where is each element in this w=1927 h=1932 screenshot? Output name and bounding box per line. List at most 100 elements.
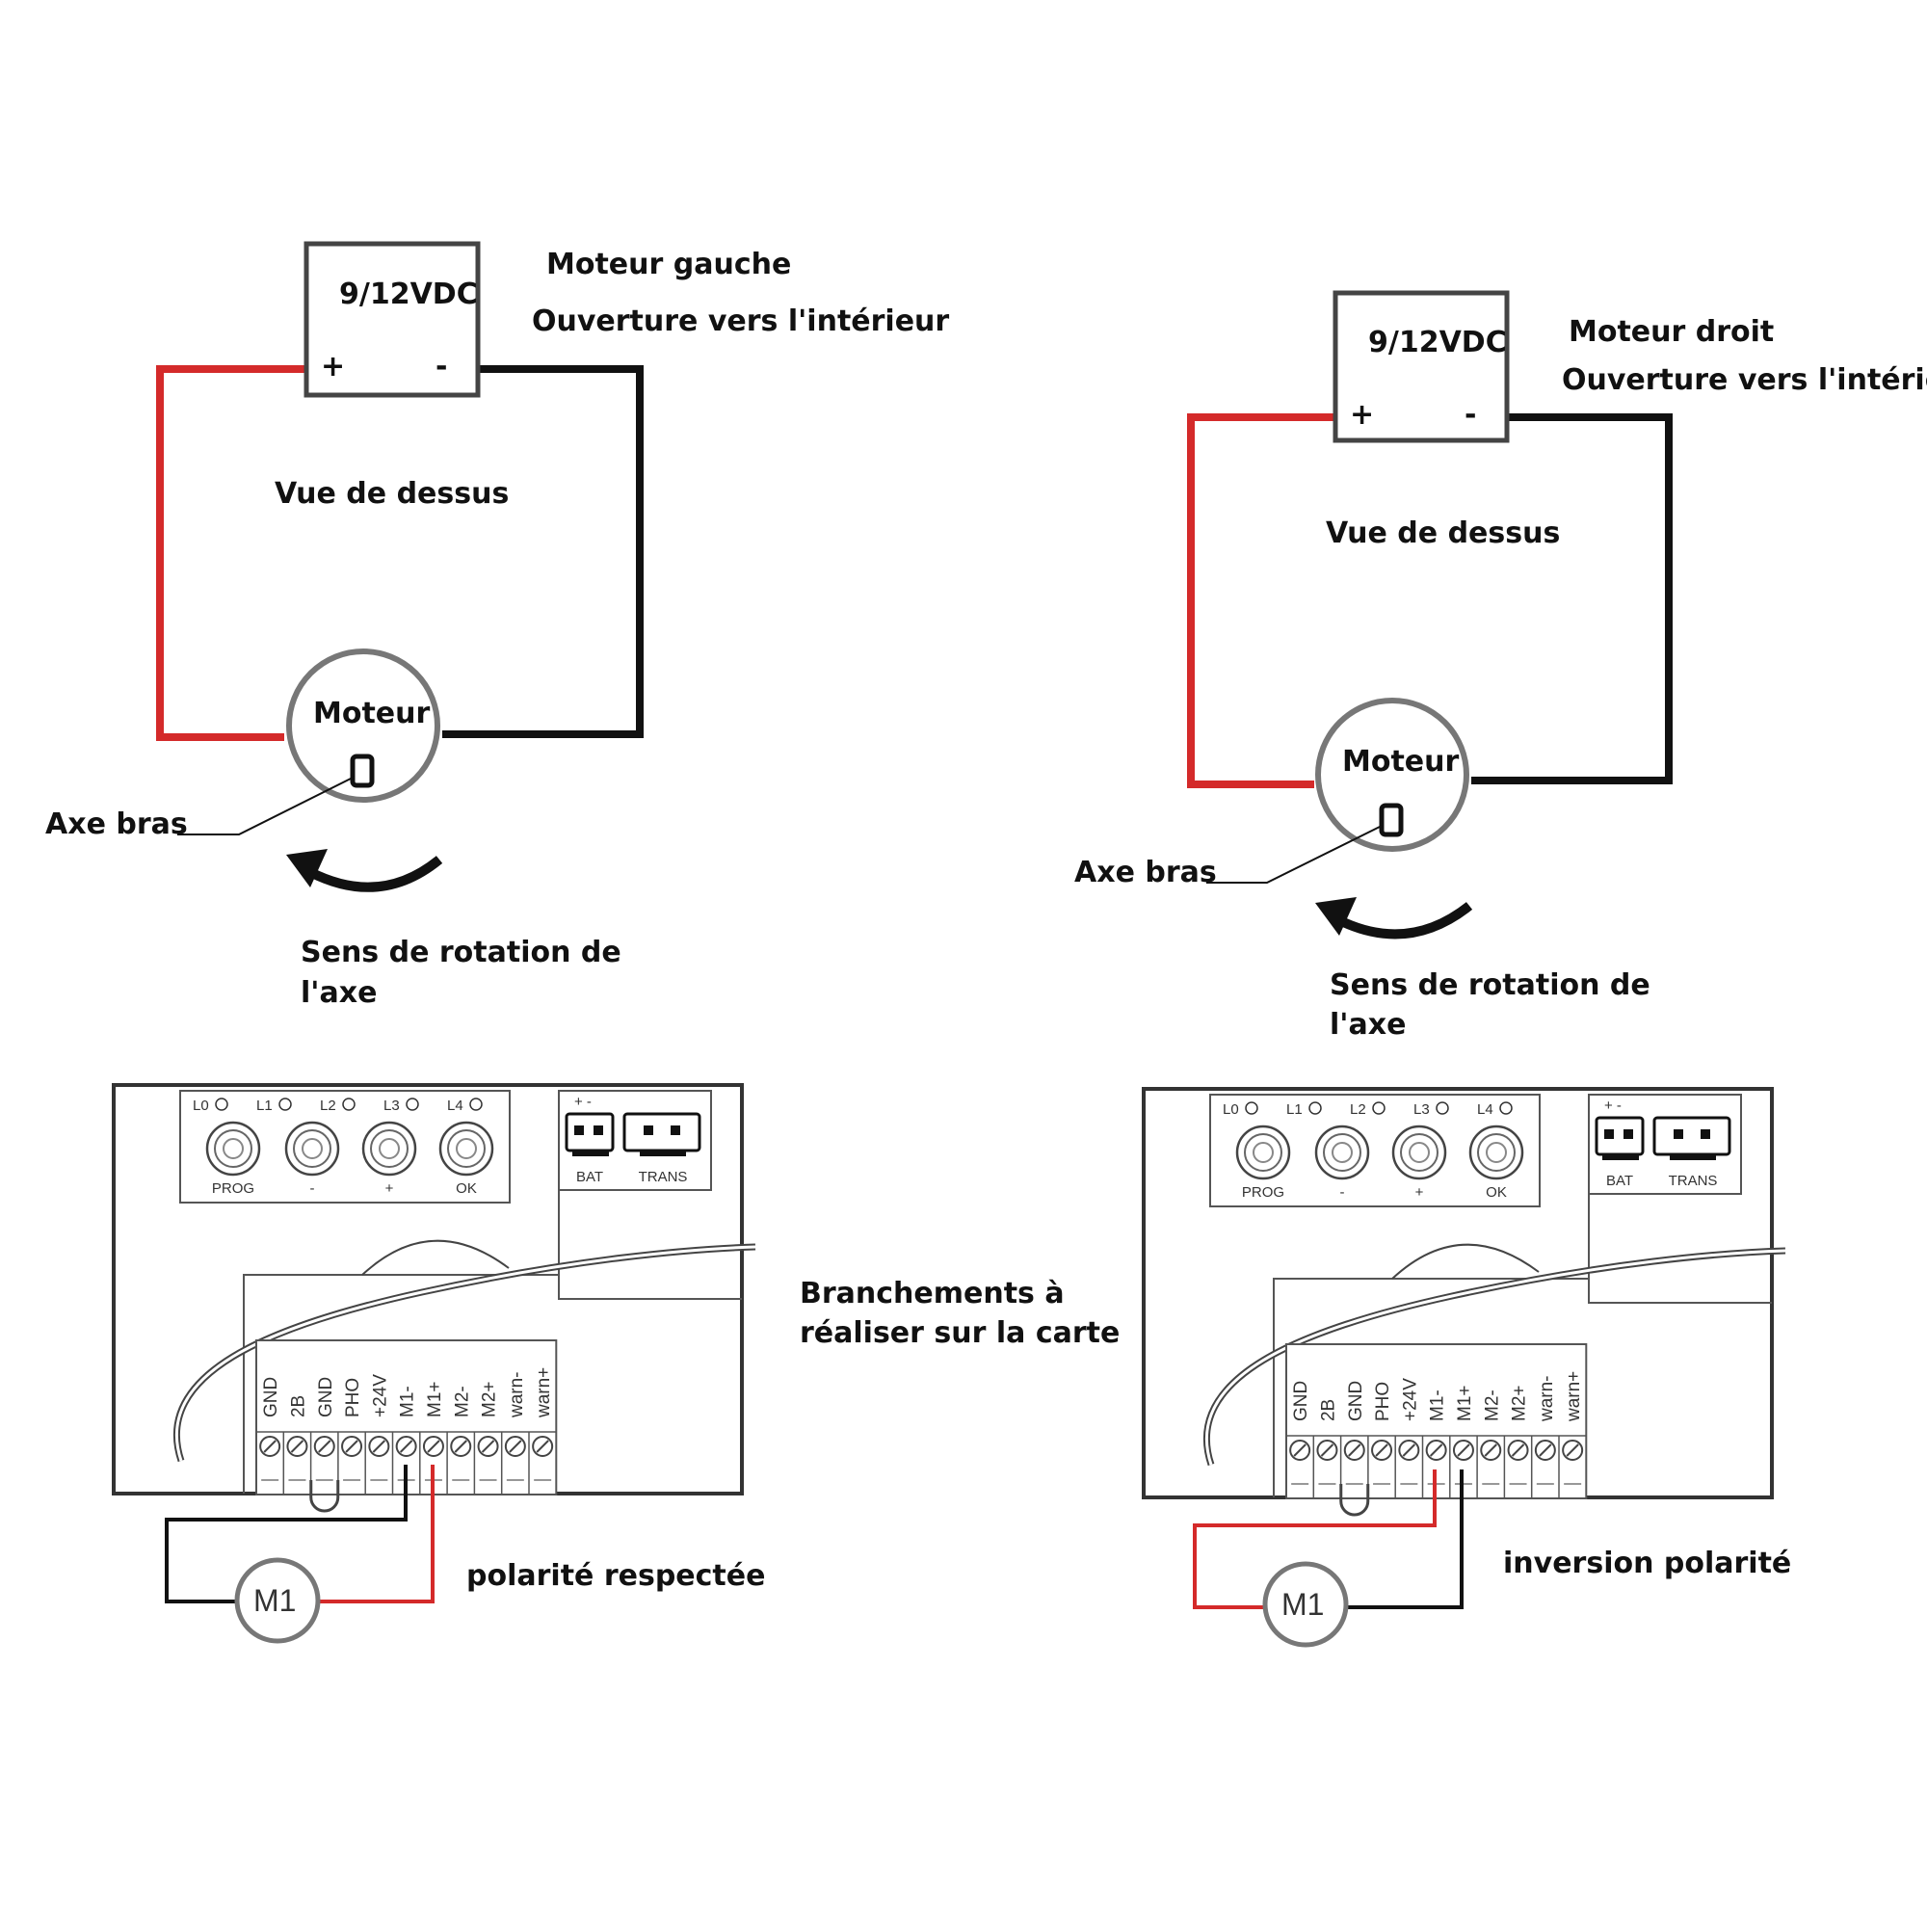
- right-trans-base: [1670, 1154, 1716, 1160]
- right-supply-plus: +: [1350, 398, 1374, 432]
- left-terminal-screw-slot: [536, 1440, 549, 1453]
- right-led-label: L3: [1413, 1101, 1430, 1118]
- left-board-divider: [558, 1190, 742, 1300]
- right-led-icon: [1436, 1101, 1449, 1115]
- left-jumper-loop: [309, 1480, 340, 1513]
- left-terminal-label: M2+: [480, 1382, 500, 1418]
- left-axis-marker: [350, 754, 375, 788]
- right-positive-wire: [1187, 413, 1335, 788]
- left-button-label: OK: [456, 1180, 477, 1197]
- right-m1-label: M1: [1281, 1587, 1324, 1622]
- left-terminal-screw-slot: [399, 1440, 413, 1453]
- right-terminal-label: M1+: [1455, 1386, 1475, 1422]
- right-terminal-screw-slot: [1293, 1443, 1307, 1457]
- right-terminal-screw-slot: [1320, 1443, 1334, 1457]
- left-motor-diagram: 9/12VDC + - Moteur Axe bras Moteur gauch…: [45, 241, 949, 1010]
- right-led-icon: [1499, 1101, 1513, 1115]
- left-rotation-text-2: l'axe: [301, 976, 377, 1010]
- left-bat-label: BAT: [576, 1169, 603, 1185]
- left-terminal-screw-slot: [454, 1440, 467, 1453]
- left-supply-minus: -: [436, 350, 447, 384]
- right-supply-box: [1333, 290, 1510, 443]
- right-terminal-screw-slot: [1429, 1443, 1443, 1457]
- right-terminal-screw-slot: [1539, 1443, 1552, 1457]
- right-wiring-note: inversion polarité: [1503, 1547, 1791, 1580]
- right-rotation-arrow: [1336, 902, 1473, 940]
- right-board-red-wire: [1193, 1469, 1437, 1609]
- right-dome-outline: [1391, 1243, 1540, 1280]
- right-motor-diagram: 9/12VDC + - Moteur Axe bras Moteur droit…: [1074, 290, 1927, 1042]
- left-button-knob-center: [456, 1138, 477, 1159]
- left-board-wiring: M1 polarité respectée: [165, 1465, 765, 1644]
- right-motor-label: Moteur: [1342, 745, 1460, 779]
- right-axis-label: Axe bras: [1074, 856, 1217, 889]
- right-terminal-label: M1-: [1428, 1389, 1448, 1421]
- left-trans-label: TRANS: [639, 1169, 688, 1185]
- right-negative-wire: [1471, 413, 1673, 784]
- left-negative-wire: [442, 365, 644, 738]
- left-terminal-label: M2-: [452, 1386, 472, 1417]
- right-button-label: -: [1340, 1184, 1345, 1201]
- left-motor-label: Moteur: [313, 697, 431, 730]
- right-connector-pins: + -: [1604, 1098, 1622, 1114]
- left-button-knob-center: [302, 1138, 323, 1159]
- right-led-label: L4: [1477, 1101, 1493, 1118]
- left-terminal-label: M1+: [425, 1382, 445, 1418]
- board-note-line-1: Branchements à: [800, 1277, 1065, 1310]
- left-terminal-screw-slot: [345, 1440, 358, 1453]
- left-rotation-arrow: [307, 856, 443, 892]
- right-led-label: L2: [1350, 1101, 1366, 1118]
- right-module-outline: [1273, 1278, 1589, 1497]
- right-led-icon: [1372, 1101, 1386, 1115]
- right-button-knob-center: [1486, 1142, 1507, 1163]
- left-supply-box: [304, 241, 481, 398]
- right-trans-pin: [1674, 1129, 1683, 1139]
- right-led-label: L1: [1286, 1101, 1303, 1118]
- right-button-label: PROG: [1242, 1184, 1284, 1201]
- left-supply-plus: +: [321, 350, 345, 384]
- right-terminal-label: +24V: [1400, 1378, 1420, 1421]
- left-terminal-screw-slot: [318, 1440, 331, 1453]
- left-board-black-wire: [165, 1465, 408, 1603]
- right-bat-label: BAT: [1606, 1173, 1633, 1189]
- left-opening-direction: Ouverture vers l'intérieur: [532, 304, 949, 338]
- left-terminal-screw-slot: [427, 1440, 440, 1453]
- right-led-icon: [1308, 1101, 1322, 1115]
- left-led-label: L1: [256, 1098, 273, 1114]
- left-antenna-core: [174, 1245, 756, 1462]
- right-terminal-label: M2+: [1510, 1386, 1530, 1422]
- right-opening-direction: Ouverture vers l'intérieur: [1562, 363, 1927, 397]
- left-led-icon: [215, 1098, 228, 1111]
- right-trans-connector: [1652, 1116, 1731, 1156]
- left-rotation-text-1: Sens de rotation de: [301, 936, 621, 969]
- right-bat-pin: [1623, 1129, 1633, 1139]
- right-trans-label: TRANS: [1669, 1173, 1718, 1189]
- right-jumper-loop: [1339, 1484, 1370, 1517]
- right-motor-title: Moteur droit: [1569, 315, 1774, 349]
- left-led-label: L3: [383, 1098, 400, 1114]
- right-supply-minus: -: [1465, 398, 1476, 432]
- right-rotation-arrowhead: [1315, 897, 1357, 936]
- right-axis-marker: [1379, 803, 1404, 837]
- left-connector-pins: + -: [574, 1094, 592, 1110]
- left-terminal-label: 2B: [288, 1395, 308, 1417]
- left-terminal-screw-slot: [290, 1440, 304, 1453]
- right-antenna-core: [1204, 1249, 1786, 1466]
- left-supply-label: 9/12VDC: [339, 278, 478, 311]
- left-rotation-arrowhead: [286, 849, 328, 887]
- right-board-divider: [1588, 1194, 1772, 1304]
- left-terminal-label: +24V: [370, 1374, 390, 1417]
- right-terminal-label: warn+: [1564, 1371, 1584, 1422]
- right-terminal-label: PHO: [1373, 1382, 1393, 1421]
- left-m1-label: M1: [253, 1583, 296, 1618]
- right-terminal-label: M2-: [1482, 1389, 1502, 1421]
- right-button-knob-center: [1253, 1142, 1274, 1163]
- right-supply-label: 9/12VDC: [1368, 326, 1507, 359]
- right-axis-leader: [1206, 825, 1383, 884]
- left-button-label: PROG: [212, 1180, 254, 1197]
- left-led-label: L2: [320, 1098, 336, 1114]
